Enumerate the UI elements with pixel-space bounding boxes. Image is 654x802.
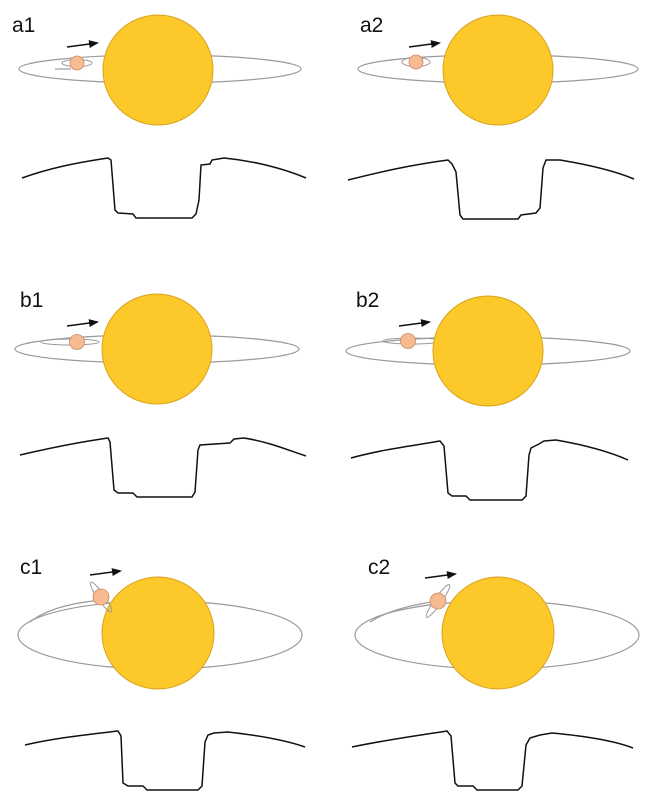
panel-a1: a1	[12, 14, 307, 219]
arrow-right-icon	[66, 40, 99, 49]
arrow-right-icon	[398, 319, 431, 328]
ringed-planet-icon	[89, 581, 113, 613]
panel-c1: c1	[17, 556, 306, 791]
ringed-planet-icon	[40, 334, 100, 350]
arrow-right-icon	[89, 568, 122, 577]
panel-label-a2: a2	[360, 14, 383, 37]
star-disc-icon	[432, 295, 544, 407]
ringed-planet-icon	[401, 54, 431, 70]
panel-b2: b2	[345, 289, 631, 501]
panel-c2: c2	[351, 556, 640, 791]
panel-label-c1: c1	[20, 556, 42, 579]
star-disc-icon	[101, 293, 213, 405]
light-curve	[21, 157, 307, 219]
light-curve	[351, 730, 634, 791]
arrow-right-icon	[408, 40, 441, 49]
panel-label-b1: b1	[20, 289, 43, 312]
arrow-right-icon	[66, 319, 99, 328]
light-curve	[347, 159, 635, 220]
panel-b1: b1	[14, 289, 307, 498]
star-disc-icon	[442, 14, 554, 126]
light-curve	[24, 730, 306, 791]
arrow-right-icon	[424, 571, 457, 580]
panel-label-b2: b2	[356, 289, 379, 312]
star-disc-icon	[101, 576, 215, 690]
light-curve	[19, 437, 307, 498]
panel-label-a1: a1	[12, 14, 35, 37]
star-disc-icon	[102, 14, 214, 126]
ringed-planet-icon	[61, 55, 93, 71]
star-disc-icon	[441, 576, 555, 690]
ringed-planet-icon	[425, 583, 451, 619]
light-curve	[350, 439, 629, 501]
panel-a2: a2	[347, 14, 639, 220]
panel-label-c2: c2	[368, 556, 390, 579]
